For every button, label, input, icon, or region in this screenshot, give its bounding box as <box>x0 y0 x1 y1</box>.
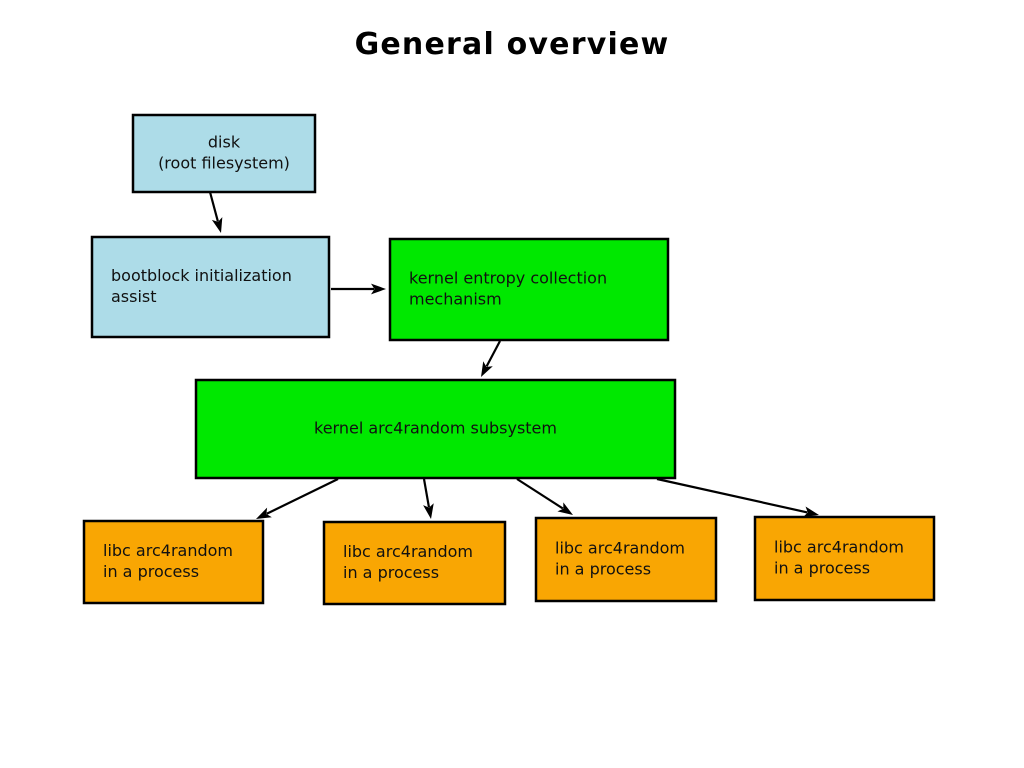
arrow-head-icon <box>481 361 493 377</box>
edges-layer <box>208 191 819 519</box>
edge-line <box>516 478 564 510</box>
nodes-layer: disk(root filesystem) bootblock initializ… <box>82 113 936 606</box>
arrow-head-icon <box>557 502 573 515</box>
node-label-disk: disk(root filesystem) <box>158 133 290 173</box>
edge-line <box>266 478 339 515</box>
edge-line <box>656 477 808 514</box>
edge-bootblock-to-entropy <box>331 283 386 295</box>
edge-entropy-to-arc4random <box>481 340 501 377</box>
node-box-disk[interactable] <box>131 113 317 194</box>
node-disk[interactable]: disk(root filesystem) <box>131 113 317 194</box>
edge-arc4random-to-libc1 <box>256 478 339 519</box>
node-box-bootblock[interactable] <box>90 235 331 339</box>
edge-arc4random-to-libc2 <box>422 478 434 519</box>
arrow-head-icon <box>371 283 386 295</box>
page-title: General overview <box>355 27 670 62</box>
node-box-libc4[interactable] <box>753 515 936 602</box>
edge-arc4random-to-libc3 <box>516 478 573 515</box>
edge-line <box>422 478 431 508</box>
edge-arc4random-to-libc4 <box>656 477 819 518</box>
node-label-arc4random: kernel arc4random subsystem <box>314 419 557 438</box>
arrow-head-icon <box>256 507 272 519</box>
arrow-head-icon <box>211 217 223 233</box>
node-box-entropy[interactable] <box>388 237 670 342</box>
node-box-arc4random[interactable] <box>194 378 677 480</box>
edge-line <box>208 191 219 222</box>
arrow-head-icon <box>803 506 819 518</box>
node-box-libc1[interactable] <box>82 519 265 605</box>
edge-line <box>485 340 501 367</box>
edge-disk-to-bootblock <box>208 191 223 233</box>
node-arc4random[interactable]: kernel arc4random subsystem <box>194 378 677 480</box>
node-box-libc3[interactable] <box>534 516 718 603</box>
node-box-libc2[interactable] <box>322 520 507 606</box>
arrow-head-icon <box>423 503 434 519</box>
